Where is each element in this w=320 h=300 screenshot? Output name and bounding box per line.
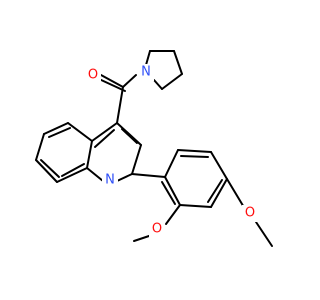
pyrrolidine-nitrogen: N xyxy=(138,64,154,81)
structure-canvas: O N N O O xyxy=(35,50,273,247)
atom-label-nitrogen: N xyxy=(141,65,151,80)
atom-label-oxygen: O xyxy=(152,222,162,237)
bond xyxy=(122,74,137,88)
bond xyxy=(56,167,88,183)
bond xyxy=(164,149,179,178)
bond xyxy=(67,122,93,142)
bond xyxy=(86,167,104,182)
bond xyxy=(179,204,212,208)
bond xyxy=(116,173,133,182)
atom-labels: O N N O O xyxy=(85,64,258,238)
bond xyxy=(255,221,273,247)
atom-label-oxygen: O xyxy=(88,68,98,83)
quinoline-nitrogen: N xyxy=(102,172,118,189)
bond xyxy=(161,73,183,90)
bond xyxy=(100,74,124,88)
atom-label-nitrogen: N xyxy=(105,173,115,188)
bond xyxy=(61,163,85,177)
bond xyxy=(164,176,181,206)
bond xyxy=(35,159,58,183)
bond xyxy=(207,179,223,203)
bond xyxy=(173,50,183,75)
molecule-diagram: O N N O O xyxy=(35,50,273,247)
bond xyxy=(145,50,151,66)
bond xyxy=(116,122,142,146)
bond xyxy=(86,140,93,169)
bond xyxy=(35,133,45,161)
bond xyxy=(210,151,228,180)
methoxy-oxygen-para: O xyxy=(242,205,258,222)
atom-label-oxygen: O xyxy=(245,206,255,221)
bond xyxy=(161,181,176,205)
bond xyxy=(177,149,212,153)
bond xyxy=(43,122,69,135)
bond xyxy=(180,155,209,158)
bond xyxy=(40,159,60,178)
bond xyxy=(131,173,166,178)
bond xyxy=(94,129,115,148)
bond xyxy=(116,86,124,124)
bond xyxy=(48,127,71,138)
bond xyxy=(131,144,142,175)
methoxy-oxygen-ortho: O xyxy=(149,221,165,238)
carbonyl-oxygen: O xyxy=(85,67,101,84)
bond xyxy=(226,178,246,210)
bond xyxy=(91,122,118,142)
bond xyxy=(165,204,181,225)
bond xyxy=(210,178,228,208)
bond xyxy=(121,128,138,144)
bond xyxy=(98,78,126,92)
bonds xyxy=(35,50,273,247)
bond xyxy=(153,79,163,90)
